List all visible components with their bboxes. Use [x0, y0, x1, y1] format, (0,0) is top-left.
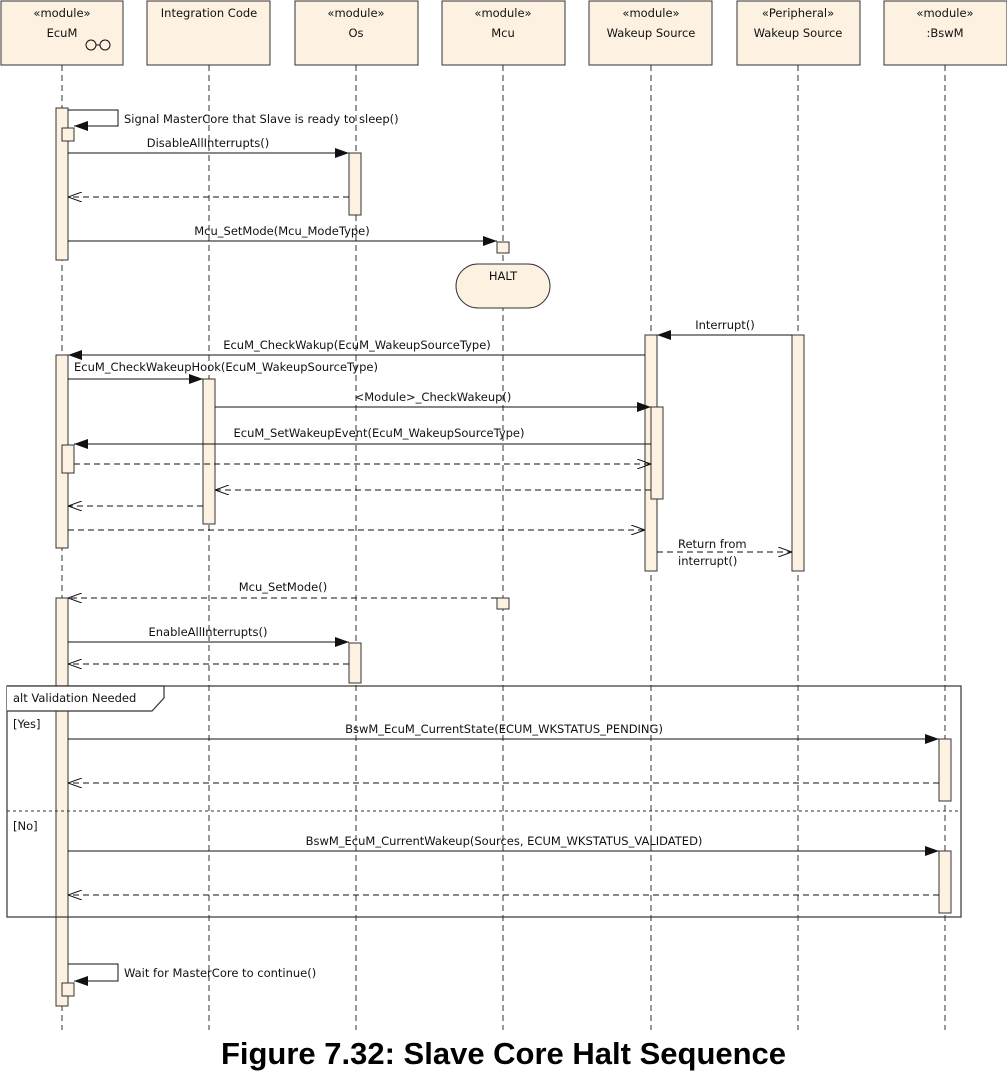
message-label: EcuM_CheckWakeupHook(EcuM_WakeupSourceTy… — [74, 360, 378, 374]
activation-wakeup-peripheral — [791, 334, 805, 572]
header-integration-code: Integration Code — [146, 0, 271, 66]
figure-caption: Figure 7.32: Slave Core Halt Sequence — [220, 1036, 787, 1071]
stereotype-label: «module» — [916, 6, 973, 20]
header-wakeup-source-peripheral: «Peripheral» Wakeup Source — [736, 0, 861, 66]
message-label: Signal MasterCore that Slave is ready to… — [124, 112, 399, 126]
halt-state-label: HALT — [489, 269, 518, 283]
message-label: Return from — [678, 537, 747, 551]
lifeline-name: Integration Code — [161, 6, 257, 20]
activation-ecum-self-2 — [61, 982, 75, 997]
activation-bswm-1 — [938, 738, 952, 802]
message-wait-for-mastercore — [68, 963, 119, 986]
header-ecum: «module» EcuM — [0, 0, 124, 66]
guard-no: [No] — [13, 819, 38, 833]
activation-bswm-2 — [938, 850, 952, 914]
message-label: Mcu_SetMode(Mcu_ModeType) — [194, 224, 370, 238]
message-label: EnableAllInterrupts() — [148, 625, 267, 639]
header-os: «module» Os — [294, 0, 419, 66]
activation-os-1 — [348, 152, 362, 216]
header-mcu: «module» Mcu — [441, 0, 566, 66]
lifeline-name: Mcu — [491, 26, 515, 40]
alt-fragment — [6, 685, 962, 918]
message-label: Interrupt() — [695, 318, 755, 332]
message-label: Wait for MasterCore to continue() — [124, 966, 316, 980]
lifeline-name: Wakeup Source — [607, 26, 696, 40]
stereotype-label: «module» — [474, 6, 531, 20]
message-label: EcuM_SetWakeupEvent(EcuM_WakeupSourceTyp… — [233, 426, 524, 440]
lifeline-name: :BswM — [926, 26, 963, 40]
sequence-diagram: «module» EcuM Integration Code «module» … — [0, 0, 1007, 1030]
message-label: BswM_EcuM_CurrentState(ECUM_WKSTATUS_PEN… — [345, 722, 663, 736]
activation-integration-code — [202, 378, 216, 525]
activation-ecum-self-1 — [61, 127, 75, 142]
activation-os-2 — [348, 642, 362, 684]
message-label: EcuM_CheckWakup(EcuM_WakeupSourceType) — [223, 338, 491, 352]
activation-ecum-nested — [61, 444, 75, 474]
message-signal-ready-to-sleep — [68, 109, 119, 131]
activation-wakeup-module-nested — [650, 406, 664, 500]
header-bswm: «module» :BswM — [883, 0, 1007, 66]
message-label: <Module>_CheckWakeup() — [355, 390, 512, 404]
alt-fragment-label: alt Validation Needed — [13, 691, 136, 705]
message-label: BswM_EcuM_CurrentWakeup(Sources, ECUM_WK… — [306, 834, 703, 848]
stereotype-label: «Peripheral» — [762, 6, 834, 20]
stereotype-label: «module» — [327, 6, 384, 20]
message-label: DisableAllInterrupts() — [147, 136, 270, 150]
header-wakeup-source-module: «module» Wakeup Source — [588, 0, 713, 66]
lifeline-name: Wakeup Source — [754, 26, 843, 40]
guard-yes: [Yes] — [13, 717, 41, 731]
halt-state — [455, 263, 551, 309]
message-label: Mcu_SetMode() — [239, 580, 327, 594]
lifeline-name: EcuM — [47, 26, 78, 40]
activation-ecum-1 — [55, 107, 69, 261]
activation-mcu-1 — [496, 241, 510, 254]
message-label: interrupt() — [678, 554, 737, 568]
stereotype-label: «module» — [622, 6, 679, 20]
alt-fragment-tab — [7, 685, 165, 712]
lifeline-name: Os — [348, 26, 363, 40]
subsystem-icon — [85, 39, 111, 51]
stereotype-label: «module» — [33, 6, 90, 20]
activation-ecum-3 — [55, 597, 69, 1007]
activation-mcu-2 — [496, 597, 510, 610]
